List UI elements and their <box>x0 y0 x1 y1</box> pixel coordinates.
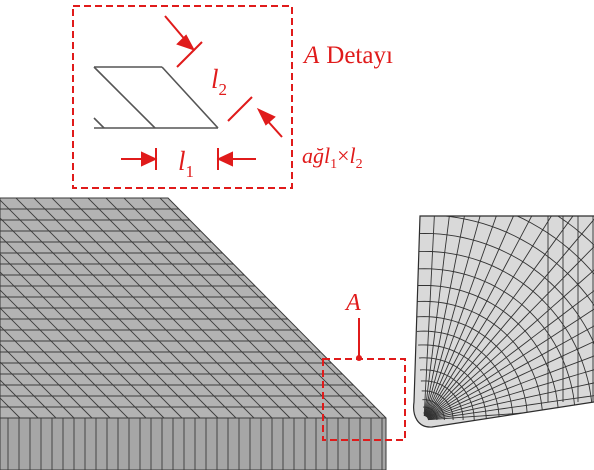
mesh-ring-line <box>422 406 438 420</box>
mesh-radial-line <box>427 361 594 420</box>
mesh-shear-line <box>69 198 291 419</box>
mesh-radial-line <box>427 323 594 420</box>
mesh-radial-line <box>423 216 439 417</box>
mesh-size-label: ağl1×l2 <box>302 143 363 172</box>
zoomed-mesh <box>413 215 594 428</box>
mesh-radial-line <box>424 216 517 417</box>
label-l2: l2 <box>211 64 227 99</box>
mesh-ring-line <box>418 344 500 421</box>
dimension-l2 <box>164 15 283 138</box>
dimension-l1 <box>121 148 256 170</box>
mesh-radial-line <box>425 216 570 417</box>
mesh-ring-line <box>415 316 528 421</box>
mesh-shear-line <box>87 198 309 419</box>
mesh-ring-line <box>423 412 432 420</box>
mesh-ring-line <box>416 330 514 421</box>
mesh-shear-line <box>0 198 147 419</box>
mesh-radial-line <box>427 380 594 420</box>
mesh-radial-line <box>426 224 594 418</box>
mesh-shear-line <box>159 198 381 419</box>
mesh-shear-line <box>0 198 183 419</box>
mesh-radial-line <box>424 216 498 417</box>
mesh-radial-line <box>427 270 594 419</box>
mesh-radial-line <box>427 304 594 419</box>
zoomed-mesh-body <box>413 216 594 428</box>
mesh-ring-line <box>419 369 475 421</box>
mesh-shear-line <box>0 198 111 419</box>
mesh-ring-line <box>414 300 544 421</box>
mesh-ring-line <box>413 284 560 421</box>
mesh-ring-line <box>413 216 594 421</box>
mesh-shear-line <box>0 198 201 419</box>
marker-a-label: A <box>344 290 361 316</box>
chamfer-body <box>0 198 386 470</box>
mesh-shear-line <box>51 198 273 419</box>
mesh-shear-line <box>0 198 165 419</box>
mesh-radial-line <box>426 238 594 418</box>
mesh-radial-line <box>425 216 553 417</box>
mesh-ring-line <box>419 357 487 420</box>
mesh-shear-line <box>0 198 75 419</box>
mesh-radial-line <box>425 216 535 417</box>
marker-a: A <box>322 290 406 441</box>
mesh-ring-line <box>413 232 594 421</box>
detail-box: l2 l1 <box>72 5 293 189</box>
zoomed-mesh-outline <box>413 215 594 428</box>
mesh-ring-line <box>420 380 464 420</box>
mesh-shear-line <box>141 198 363 419</box>
mesh-shear-line <box>0 198 219 419</box>
mesh-shear-line <box>15 198 237 419</box>
mesh-ring-line <box>422 399 445 420</box>
mesh-shear-line <box>123 198 345 419</box>
mesh-radial-line <box>424 216 478 417</box>
mesh-radial-line <box>427 341 594 420</box>
mesh-shear-line <box>0 198 93 419</box>
mesh-radial-line <box>426 216 586 418</box>
mesh-radial-line <box>426 253 594 418</box>
mesh-radial-line <box>426 216 594 418</box>
mesh-shear-line <box>0 198 39 419</box>
mesh-ring-line <box>413 250 594 421</box>
mesh-shear-line <box>33 198 255 419</box>
mesh-ring-line <box>413 268 576 421</box>
mesh-radial-line <box>427 287 594 419</box>
mesh-radial-line <box>424 216 459 417</box>
mesh-shear-line <box>0 198 57 419</box>
marker-a-region <box>322 358 406 441</box>
mesh-ring-line <box>413 216 594 421</box>
detail-sketch <box>93 66 219 129</box>
label-l1: l1 <box>178 146 194 181</box>
mesh-shear-line <box>0 198 129 419</box>
chamfer-edge-face <box>0 418 386 470</box>
mesh-shear-line <box>105 198 327 419</box>
mesh-ring-line <box>421 390 454 420</box>
chamfer-outline <box>0 197 387 470</box>
